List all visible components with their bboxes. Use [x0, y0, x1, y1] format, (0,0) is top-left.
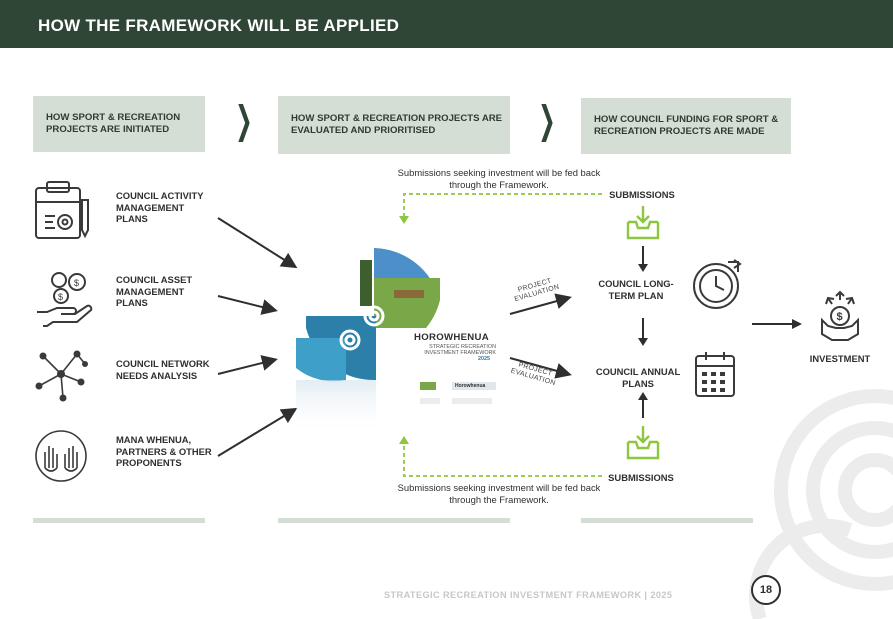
column-footer-bar — [33, 518, 205, 523]
footer-text: STRATEGIC RECREATION INVESTMENT FRAMEWOR… — [384, 590, 673, 600]
arrow-down-icon — [638, 246, 648, 272]
hand-coins-gears-icon: $ $ — [37, 272, 93, 327]
feedback-loop-top — [399, 193, 602, 224]
inbox-download-icon — [626, 206, 660, 240]
page-number: 18 — [751, 575, 781, 605]
inbox-download-icon — [626, 426, 660, 460]
column-footer-bar — [278, 518, 510, 523]
annual-plans-label: COUNCIL ANNUAL PLANS — [595, 366, 681, 389]
framework-cover-year: 2025 — [478, 356, 490, 362]
svg-text:$: $ — [58, 292, 63, 302]
clipboard-gear-icon — [35, 181, 89, 239]
investment-label: INVESTMENT — [809, 353, 871, 364]
column-header-evaluated-label: HOW SPORT & RECREATION PROJECTS ARE EVAL… — [291, 113, 503, 136]
source-label-asset-plans: COUNCIL ASSET MANAGEMENT PLANS — [116, 274, 193, 309]
column-header-evaluated: HOW SPORT & RECREATION PROJECTS ARE EVAL… — [278, 96, 510, 154]
raised-hands-icon — [35, 430, 87, 482]
svg-text:$: $ — [74, 278, 79, 288]
source-arrows — [217, 217, 298, 457]
horowhenua-logo: Horowhenua — [455, 383, 486, 389]
evaluation-arrows — [509, 293, 572, 379]
page-title: HOW THE FRAMEWORK WILL BE APPLIED — [38, 16, 400, 35]
clock-icon — [693, 259, 742, 309]
feedback-note-bottom: Submissions seeking investment will be f… — [397, 482, 601, 505]
arrow-down-icon — [638, 318, 648, 346]
long-term-plan-label: COUNCIL LONG-TERM PLAN — [598, 278, 674, 301]
svg-text:$: $ — [837, 311, 843, 323]
chevron-right-icon: ❯ — [538, 100, 556, 142]
money-hand-icon: $ — [821, 290, 859, 341]
column-header-funding: HOW COUNCIL FUNDING FOR SPORT & RECREATI… — [581, 98, 791, 154]
network-nodes-icon — [35, 350, 88, 402]
source-label-mana-whenua: MANA WHENUA, PARTNERS & OTHER PROPONENTS — [116, 434, 212, 469]
submissions-label-bottom: SUBMISSIONS — [608, 472, 674, 483]
framework-cover-title: HOROWHENUA — [414, 332, 489, 343]
arrow-right-icon — [752, 319, 802, 329]
column-footer-bar — [581, 518, 753, 523]
column-header-funding-label: HOW COUNCIL FUNDING FOR SPORT & RECREATI… — [594, 114, 779, 137]
framework-cover-image — [296, 248, 502, 436]
framework-cover-subtitle: STRATEGIC RECREATION INVESTMENT FRAMEWOR… — [424, 344, 496, 356]
feedback-loop-bottom — [399, 436, 602, 477]
chevron-right-icon: ❯ — [235, 100, 253, 142]
source-label-network-needs: COUNCIL NETWORK NEEDS ANALYSIS — [116, 358, 210, 381]
arrow-up-icon — [638, 392, 648, 418]
calendar-icon — [695, 352, 735, 397]
page-header: HOW THE FRAMEWORK WILL BE APPLIED — [0, 0, 893, 48]
decorative-swirl — [749, 389, 893, 619]
column-header-initiated: HOW SPORT & RECREATION PROJECTS ARE INIT… — [33, 96, 205, 152]
column-header-initiated-label: HOW SPORT & RECREATION PROJECTS ARE INIT… — [46, 112, 181, 135]
submissions-label-top: SUBMISSIONS — [609, 189, 675, 200]
source-label-activity-plans: COUNCIL ACTIVITY MANAGEMENT PLANS — [116, 190, 204, 225]
feedback-note-top: Submissions seeking investment will be f… — [397, 167, 601, 190]
